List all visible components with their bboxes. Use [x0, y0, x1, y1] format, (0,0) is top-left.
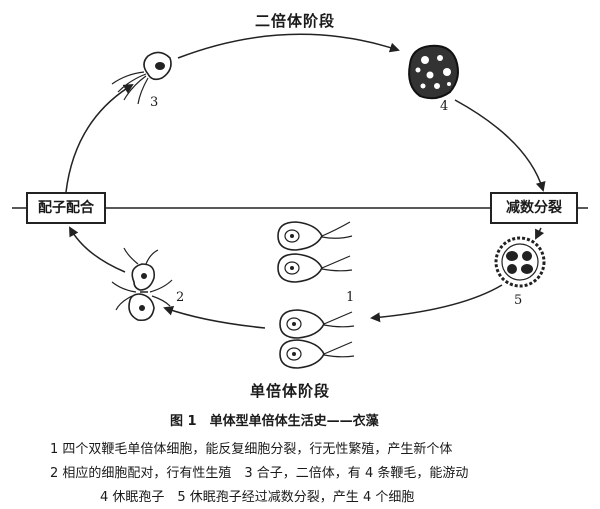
arc-3-to-4 [177, 33, 400, 59]
meiosis-box: 减数分裂 [490, 192, 578, 224]
haploid-phase-label: 单倍体阶段 [250, 382, 331, 400]
diploid-phase-label: 二倍体阶段 [255, 12, 336, 30]
gamete-fusion-box: 配子配合 [26, 192, 106, 224]
caption-line-1: 1 四个双鞭毛单倍体细胞，能反复细胞分裂，行无性繁殖，产生新个体 [50, 442, 453, 457]
arc-fusion-to-3 [65, 83, 134, 193]
figure-caption-title: 图 1 单体型单倍体生活史——衣藻 [170, 414, 379, 429]
arc-4-to-meiosis [454, 99, 546, 192]
pairing-gametes-icon [111, 247, 173, 322]
stage-number-1: 1 [346, 290, 355, 305]
stage-number-5: 5 [514, 293, 523, 308]
caption-line-3: 4 休眠孢子 5 休眠孢子经过减数分裂，产生 4 个细胞 [100, 490, 415, 505]
arc-meiosis-to-5 [535, 227, 545, 240]
resting-spore-icon [408, 44, 459, 100]
zygote-cell-icon [111, 51, 172, 105]
caption-line-2: 2 相应的细胞配对，行有性生殖 3 合子，二倍体，有 4 条鞭毛，能游动 [50, 466, 469, 481]
haploid-cells-icon [277, 221, 355, 369]
stage-number-2: 2 [176, 290, 185, 305]
arc-5-to-1 [370, 284, 503, 323]
stage-number-3: 3 [150, 95, 159, 110]
stage-number-4: 4 [440, 99, 449, 114]
arc-2-to-fusion [69, 226, 126, 273]
meiotic-spore-icon [494, 236, 546, 288]
arc-1-to-2 [163, 305, 266, 329]
